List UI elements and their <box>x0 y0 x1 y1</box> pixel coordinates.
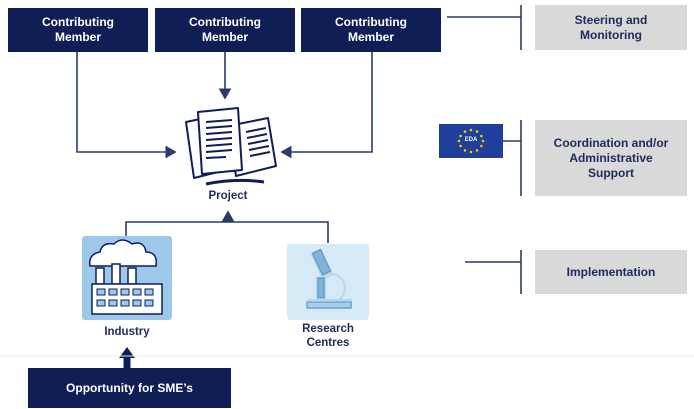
coordination-line3: Support <box>588 165 634 180</box>
eda-flag-icon: EDA <box>439 124 503 158</box>
sme-opportunity-box: Opportunity for SME’s <box>28 368 231 408</box>
implementation-label: Implementation <box>566 264 656 279</box>
research-label: Research Centres <box>286 322 370 350</box>
connector-right-member <box>280 52 373 159</box>
steering-line1: Steering and <box>574 12 648 27</box>
coordination-support-box: Coordination and/or Administrative Suppo… <box>535 120 687 196</box>
implementation-box: Implementation <box>535 250 687 294</box>
member-1-line1: Contributing <box>42 15 114 29</box>
member-2-line1: Contributing <box>189 15 261 29</box>
connector-implementers <box>125 221 329 243</box>
eda-flag-text: EDA <box>464 137 478 143</box>
coordination-line1: Coordination and/or <box>553 135 669 150</box>
connector-left-member <box>76 52 177 159</box>
member-2-line2: Member <box>201 30 248 44</box>
industry-factory-icon <box>82 236 172 320</box>
steering-line2: Monitoring <box>580 27 642 42</box>
member-3-line1: Contributing <box>335 15 407 29</box>
industry-label: Industry <box>104 326 150 338</box>
research-line1: Research <box>302 323 354 335</box>
research-line2: Centres <box>306 337 350 349</box>
member-1-line2: Member <box>54 30 101 44</box>
project-label: Project <box>208 190 248 202</box>
sme-label: Opportunity for SME’s <box>66 381 193 395</box>
member-3-line2: Member <box>347 30 394 44</box>
coordination-line2: Administrative <box>569 150 653 165</box>
eda-stars-ring <box>457 128 485 154</box>
sme-arrow-head <box>119 347 135 358</box>
research-microscope-icon <box>287 244 369 320</box>
project-documents-icon <box>185 107 277 186</box>
